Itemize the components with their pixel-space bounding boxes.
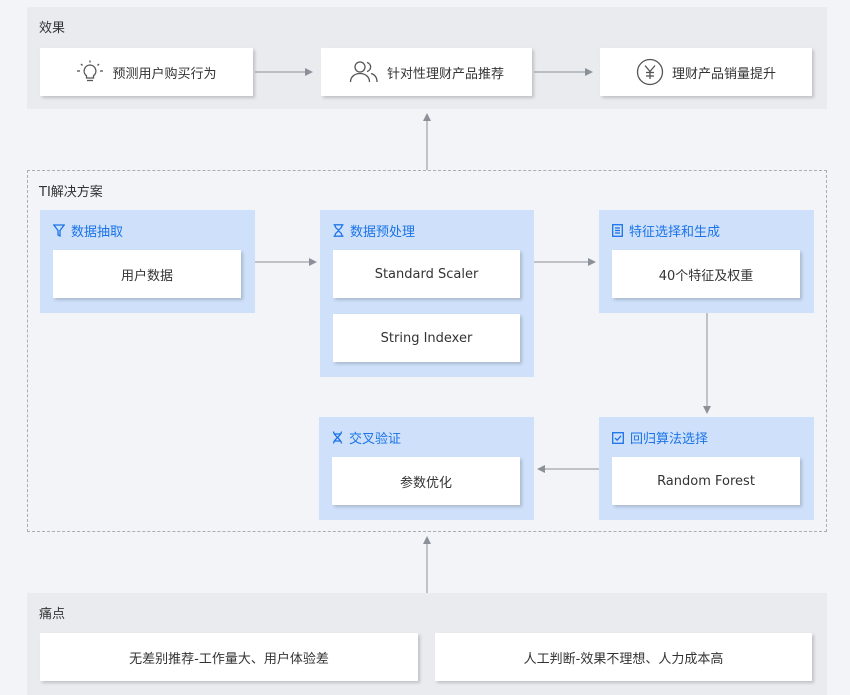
users-icon <box>349 60 379 84</box>
string-indexer-card: String Indexer <box>333 314 520 362</box>
targeted-recommend-card: 针对性理财产品推荐 <box>321 48 532 96</box>
data-preprocess-title: 数据预处理 <box>333 221 415 240</box>
param-optimize-card: 参数优化 <box>332 457 520 505</box>
checkbox-icon <box>612 431 624 444</box>
dna-icon <box>332 431 343 444</box>
cross-validation-label: 交叉验证 <box>349 432 402 447</box>
regression-algo-label: 回归算法选择 <box>630 432 709 447</box>
list-icon <box>612 224 623 237</box>
targeted-recommend-label: 针对性理财产品推荐 <box>386 66 504 82</box>
pain-title: 痛点 <box>39 607 66 622</box>
random-forest-card: Random Forest <box>612 457 800 505</box>
data-extraction-label: 数据抽取 <box>71 225 124 240</box>
feature-selection-label: 特征选择和生成 <box>629 225 721 240</box>
data-preprocess-label: 数据预处理 <box>350 225 416 240</box>
regression-algo-group: 回归算法选择 Random Forest <box>599 417 814 520</box>
pain-card-undifferentiated: 无差别推荐-工作量大、用户体验差 <box>40 633 418 681</box>
sales-increase-card: 理财产品销量提升 <box>600 48 812 96</box>
lightbulb-icon <box>76 60 104 84</box>
feature-selection-group: 特征选择和生成 40个特征及权重 <box>599 210 814 313</box>
pain-card-manual: 人工判断-效果不理想、人力成本高 <box>435 633 812 681</box>
hourglass-icon <box>333 224 344 237</box>
data-preprocess-group: 数据预处理 Standard Scaler String Indexer <box>320 210 534 377</box>
predict-purchase-card: 预测用户购买行为 <box>40 48 253 96</box>
cross-validation-title: 交叉验证 <box>332 428 401 447</box>
yen-icon <box>636 58 664 86</box>
standard-scaler-card: Standard Scaler <box>333 250 520 298</box>
cross-validation-group: 交叉验证 参数优化 <box>319 417 534 520</box>
sales-increase-label: 理财产品销量提升 <box>671 66 776 82</box>
feature-selection-title: 特征选择和生成 <box>612 221 720 240</box>
data-extraction-group: 数据抽取 用户数据 <box>40 210 255 313</box>
data-extraction-title: 数据抽取 <box>53 221 123 240</box>
funnel-icon <box>53 224 65 237</box>
user-data-card: 用户数据 <box>53 250 241 298</box>
solution-title: TI解决方案 <box>39 185 103 200</box>
solution-frame <box>27 170 827 532</box>
regression-algo-title: 回归算法选择 <box>612 428 708 447</box>
effect-title: 效果 <box>39 21 66 36</box>
predict-purchase-label: 预测用户购买行为 <box>112 66 217 82</box>
features-weights-card: 40个特征及权重 <box>612 250 800 298</box>
